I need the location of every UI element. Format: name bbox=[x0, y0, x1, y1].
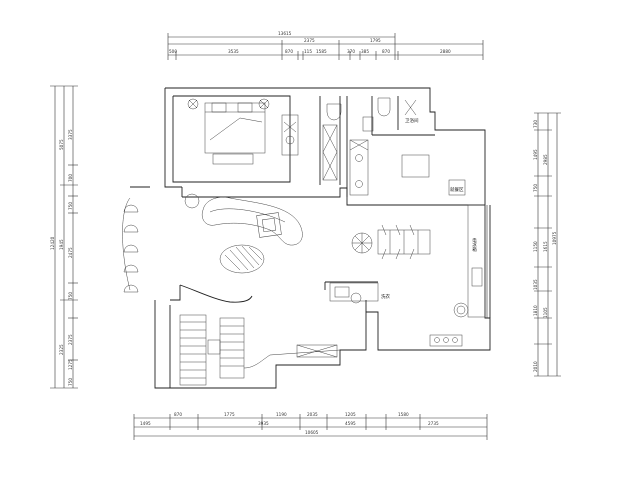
bottom-seg-3: 1190 bbox=[276, 412, 287, 417]
top-mid-label: 2375 bbox=[304, 38, 315, 43]
top-seg-2: 870 bbox=[285, 49, 293, 54]
right-seg-9: 2010 bbox=[533, 361, 538, 372]
bottom-mid-right-label: 4595 bbox=[345, 421, 356, 426]
bottom-seg-5: 1205 bbox=[345, 412, 356, 417]
top-dimension-chain: 13615 2375 1795 500 3535 870 115 1585 37… bbox=[167, 31, 484, 60]
lamp-icon bbox=[258, 98, 270, 110]
bedroom bbox=[187, 98, 338, 181]
left-seg-7: 750 bbox=[68, 378, 73, 386]
left-total-label: 12420 bbox=[50, 236, 55, 250]
right-seg-3: 750 bbox=[533, 184, 538, 192]
bottom-mid-left-label: 3935 bbox=[258, 421, 269, 426]
washer-label: 洗衣 bbox=[381, 293, 390, 300]
left-seg-0: 3375 bbox=[68, 129, 73, 140]
cooktop bbox=[429, 334, 463, 347]
bottom-seg-6: 1580 bbox=[398, 412, 409, 417]
bottom-total-label: 10605 bbox=[305, 430, 319, 435]
sconce-icon bbox=[123, 284, 139, 293]
bottom-right-label: 2735 bbox=[428, 421, 439, 426]
dining-area bbox=[351, 224, 431, 260]
side-table bbox=[184, 193, 200, 209]
exterior-walls bbox=[130, 87, 491, 389]
living-room bbox=[179, 193, 303, 303]
vanity bbox=[281, 114, 299, 156]
right-seg-2: 2985 bbox=[543, 154, 548, 165]
left-seg-5: 2375 bbox=[68, 334, 73, 345]
top-seg-8: 2880 bbox=[440, 49, 451, 54]
toilet-icon bbox=[377, 97, 391, 117]
left-seg-1: 700 bbox=[68, 174, 73, 182]
bottom-dimension-chain: 1495 870 1775 1190 2035 1205 1580 3935 4… bbox=[133, 412, 488, 440]
bottom-seg-2: 1775 bbox=[224, 412, 235, 417]
top-seg-4: 1585 bbox=[316, 49, 327, 54]
kitchen-island bbox=[401, 154, 430, 178]
sconce-icon bbox=[123, 244, 139, 253]
right-seg-8: 1105 bbox=[543, 307, 548, 318]
top-seg-3: 115 bbox=[304, 49, 312, 54]
powder-room-label: 卫浴间 bbox=[405, 117, 419, 124]
staircase bbox=[179, 314, 341, 386]
left-outer-0: 5075 bbox=[59, 139, 64, 150]
counter-right bbox=[467, 204, 486, 318]
left-seg-4: 750 bbox=[68, 292, 73, 300]
right-total-label: 10975 bbox=[552, 231, 557, 245]
sink-icon bbox=[355, 154, 363, 162]
wall-sconces bbox=[122, 197, 139, 293]
laundry-counter bbox=[329, 282, 379, 302]
washer-icon bbox=[350, 292, 362, 304]
curved-sofa bbox=[201, 196, 303, 246]
left-dimension-chain: 12420 5075 1945 2325 3375 700 750 2475 7… bbox=[50, 85, 78, 389]
lamp-icon bbox=[187, 98, 199, 110]
left-seg-2: 750 bbox=[68, 202, 73, 210]
kitchen: 就餐区 电冰箱 bbox=[401, 154, 486, 347]
wardrobe bbox=[322, 124, 338, 181]
laundry: 洗衣 bbox=[324, 281, 390, 312]
upper-bathroom: 卫浴间 bbox=[326, 97, 419, 196]
top-total-label: 13615 bbox=[278, 31, 292, 36]
right-seg-4: 1150 bbox=[533, 241, 538, 252]
left-seg-6: 1275 bbox=[68, 359, 73, 370]
sink-icon bbox=[285, 135, 295, 145]
right-seg-5: 1615 bbox=[543, 241, 548, 252]
left-outer-2: 2325 bbox=[59, 344, 64, 355]
sink-icon bbox=[355, 180, 363, 188]
bed-pillow-right bbox=[237, 102, 253, 113]
top-seg-6: 385 bbox=[361, 49, 369, 54]
right-seg-6: 1035 bbox=[533, 279, 538, 290]
right-dimension-chain: 730 1495 2985 750 1150 1615 10975 1035 1… bbox=[533, 112, 561, 377]
dining-label: 就餐区 bbox=[450, 186, 464, 193]
top-seg-7: 870 bbox=[382, 49, 390, 54]
round-rug bbox=[219, 244, 265, 274]
left-seg-3: 2475 bbox=[68, 247, 73, 258]
vanity-2 bbox=[349, 139, 369, 196]
shoe-cabinet bbox=[296, 344, 338, 358]
appliance-block bbox=[448, 179, 466, 196]
bottom-seg-4: 2035 bbox=[307, 412, 318, 417]
bed bbox=[204, 102, 266, 154]
sconce-icon bbox=[123, 224, 139, 233]
bottom-seg-1: 870 bbox=[174, 412, 182, 417]
armchair bbox=[256, 212, 282, 238]
toilet-icon bbox=[326, 103, 342, 121]
bed-pillow-left bbox=[211, 102, 227, 113]
top-seg-1: 3535 bbox=[228, 49, 239, 54]
right-seg-0: 730 bbox=[533, 120, 538, 128]
fridge-label: 电冰箱 bbox=[472, 237, 477, 253]
right-seg-1: 1495 bbox=[533, 149, 538, 160]
right-seg-7: 1810 bbox=[533, 305, 538, 316]
top-seg-0: 500 bbox=[169, 49, 177, 54]
bottom-seg-0: 1495 bbox=[140, 421, 151, 426]
left-outer-1: 1945 bbox=[59, 239, 64, 250]
sconce-icon bbox=[123, 204, 139, 213]
bench bbox=[212, 153, 254, 165]
sconce-icon bbox=[123, 264, 139, 273]
top-right-label: 1795 bbox=[370, 38, 381, 43]
plant-icon bbox=[453, 302, 469, 318]
top-seg-5: 370 bbox=[347, 49, 355, 54]
